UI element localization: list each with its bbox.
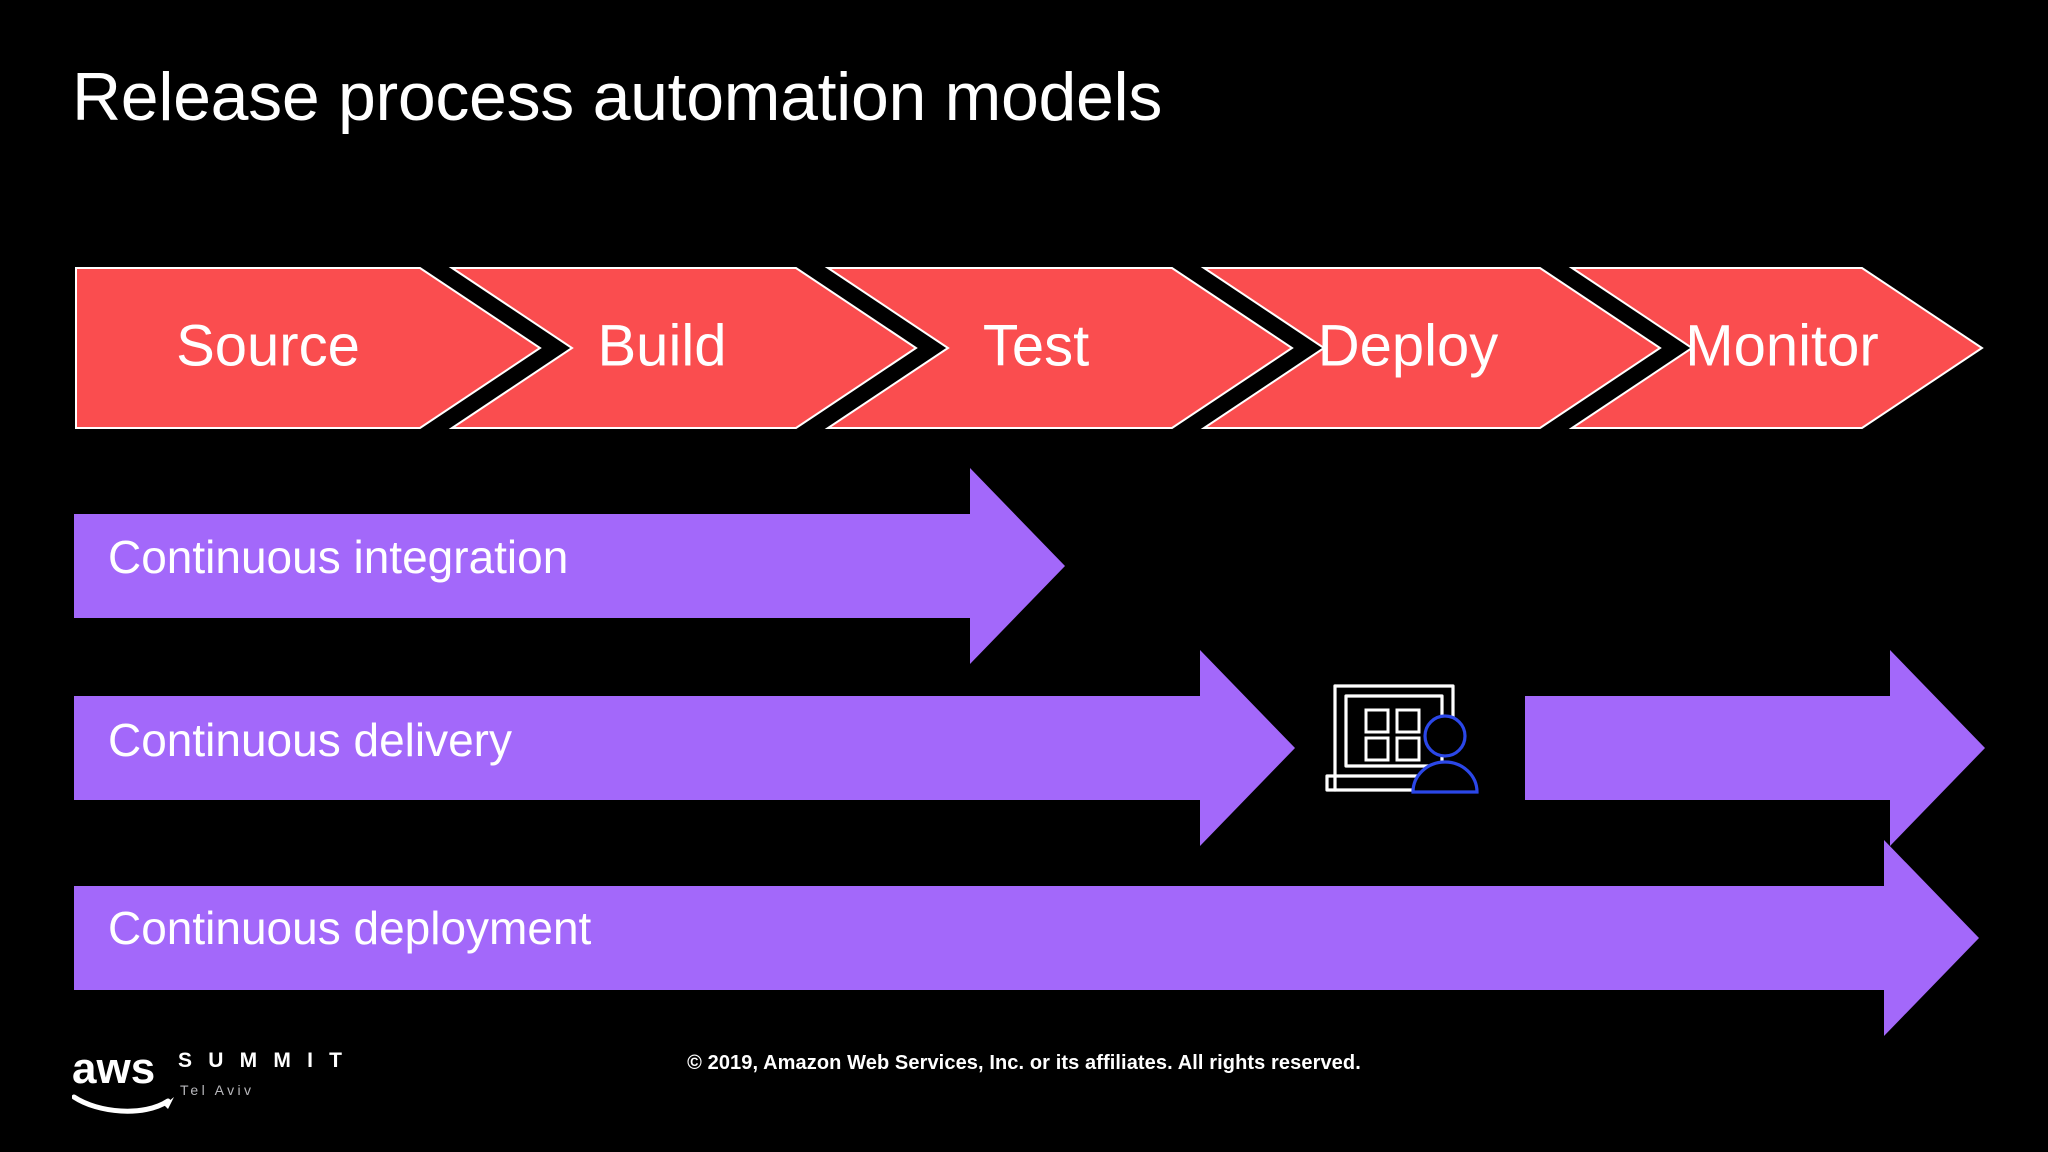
pipeline-stage-label: Monitor: [1685, 313, 1878, 378]
pipeline-stages: Source Build Test Deploy Monitor: [0, 258, 2048, 438]
aws-smile-arrowhead-icon: [164, 1097, 174, 1109]
pipeline-stage-label: Source: [176, 313, 360, 378]
continuous-deployment-arrow[interactable]: [0, 840, 2048, 1040]
aws-logo: aws: [72, 1043, 312, 1119]
arrow-shape-after-gate: [1525, 650, 1985, 846]
continuous-delivery-arrow[interactable]: [0, 650, 2048, 850]
laptop-tiles-icon: [1364, 708, 1421, 762]
person-icon: [1411, 714, 1479, 794]
aws-smile-icon: [72, 1094, 171, 1114]
continuous-integration-arrow[interactable]: [0, 468, 2048, 668]
arrow-shape-before-gate: [74, 650, 1295, 846]
continuous-integration-label: Continuous integration: [108, 531, 569, 583]
continuous-delivery-label: Continuous delivery: [108, 714, 513, 766]
arrow-shape: [74, 840, 1979, 1036]
pipeline-stage-build[interactable]: Build: [448, 267, 918, 429]
pipeline-stage-label: Test: [983, 313, 1089, 378]
continuous-deployment-label: Continuous deployment: [108, 902, 592, 954]
aws-wordmark-icon: aws: [72, 1044, 155, 1093]
arrow-shape: [74, 468, 1065, 664]
summit-city: Tel Aviv: [180, 1082, 255, 1098]
pipeline-stage-label: Deploy: [1318, 313, 1499, 378]
copyright-notice: © 2019, Amazon Web Services, Inc. or its…: [687, 1052, 1361, 1074]
pipeline-stage-deploy[interactable]: Deploy: [1200, 267, 1662, 429]
summit-wordmark: S U M M I T: [178, 1049, 348, 1072]
pipeline-stage-test[interactable]: Test: [824, 267, 1294, 429]
laptop-approval-person-icon: [1325, 678, 1505, 808]
pipeline-stage-label: Build: [598, 313, 727, 378]
page-title: Release process automation models: [72, 59, 1163, 135]
pipeline-stage-monitor[interactable]: Monitor: [1568, 267, 1984, 429]
pipeline-stage-source[interactable]: Source: [75, 267, 542, 429]
aws-brand-text: aws: [72, 1044, 155, 1093]
